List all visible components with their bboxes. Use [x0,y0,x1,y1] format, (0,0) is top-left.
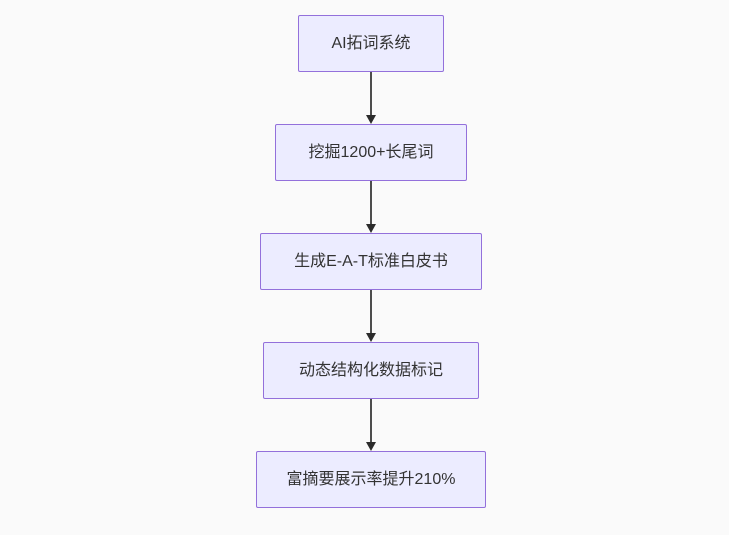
flow-node-label: AI拓词系统 [331,34,411,52]
flow-edge-4 [365,399,377,451]
flow-node-label: 生成E-A-T标准白皮书 [294,252,448,270]
flow-node-eat-whitepaper: 生成E-A-T标准白皮书 [260,233,482,290]
flowchart-column: AI拓词系统 挖掘1200+长尾词 生成E-A-T标准白皮书 动态结构化数据标记 [13,15,729,508]
edge-line [370,290,372,333]
flow-edge-3 [365,290,377,342]
flow-node-ai-keyword-system: AI拓词系统 [298,15,444,72]
flow-edge-1 [365,72,377,124]
edge-line [370,181,372,224]
flow-node-label: 动态结构化数据标记 [298,361,443,379]
edge-line [370,399,372,442]
flow-node-rich-snippet-result: 富摘要展示率提升210% [256,451,486,508]
flow-edge-2 [365,181,377,233]
arrowhead-down-icon [366,442,376,451]
flow-node-structured-data-markup: 动态结构化数据标记 [263,342,479,399]
flow-node-label: 富摘要展示率提升210% [286,470,456,488]
edge-line [370,72,372,115]
flow-node-label: 挖掘1200+长尾词 [308,143,434,161]
flow-node-longtail-mining: 挖掘1200+长尾词 [275,124,467,181]
arrowhead-down-icon [366,333,376,342]
arrowhead-down-icon [366,115,376,124]
arrowhead-down-icon [366,224,376,233]
